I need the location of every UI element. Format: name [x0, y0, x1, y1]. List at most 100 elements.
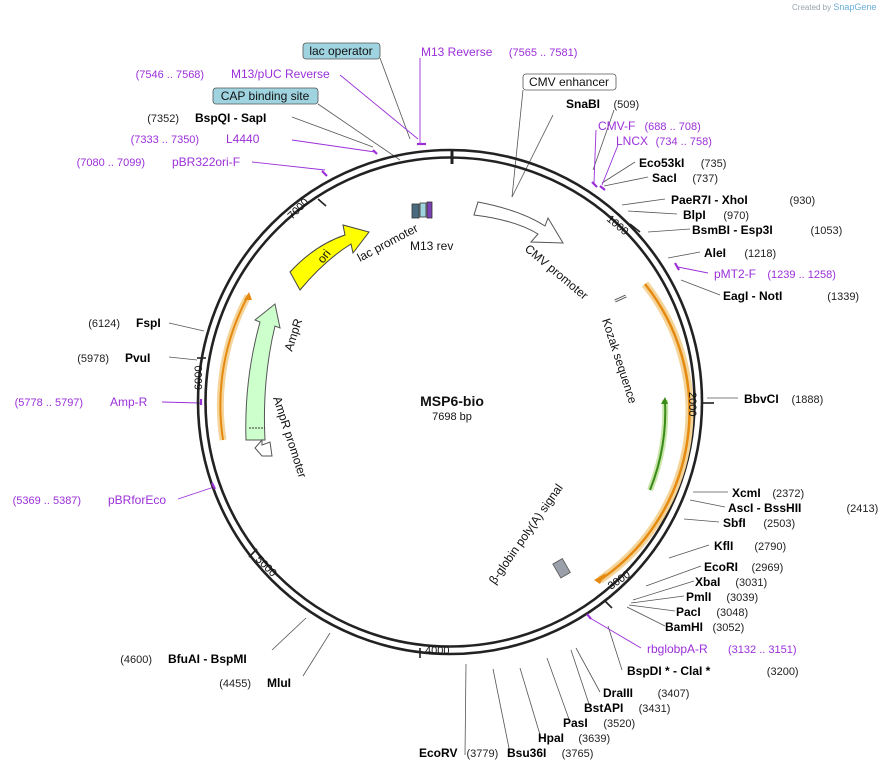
enzyme-bspdi: BspDI * - ClaI *	[627, 664, 711, 678]
label-kozak: Kozak sequence	[599, 317, 640, 406]
primer-range-pmt2f: (1239 .. 1258)	[767, 269, 836, 281]
tick-marks	[197, 198, 714, 658]
label-ampr: AmpR	[282, 317, 306, 353]
tick-6000: 6000	[193, 366, 205, 390]
enzyme-pos-snabi: (509)	[614, 99, 640, 111]
primer-range-m13reverse: (7565 .. 7581)	[509, 47, 578, 59]
primer-range-m13pucreverse: (7546 .. 7568)	[136, 69, 205, 81]
primer-range-l4440: (7333 .. 7350)	[131, 134, 200, 146]
enzyme-pos-eagi: (1339)	[827, 291, 859, 303]
tick-2000: 2000	[686, 392, 698, 416]
enzyme-xbai: XbaI	[695, 575, 720, 589]
enzyme-blpi: BlpI	[683, 208, 706, 222]
polya-marker	[552, 558, 571, 579]
cmv-promoter-arrow	[473, 201, 564, 244]
enzyme-ecori: EcoRI	[704, 560, 738, 574]
label-polya: β-globin poly(A) signal	[486, 481, 566, 586]
enzyme-bsu36i: Bsu36I	[507, 746, 546, 760]
enzyme-pos-sbfi: (2503)	[763, 518, 795, 530]
primer-range-ampr: (5778 .. 5797)	[15, 397, 84, 409]
leader-lines	[168, 57, 738, 756]
primer-range-rbglobpar: (3132 .. 3151)	[728, 644, 797, 656]
watermark-prefix: Created by	[792, 3, 832, 12]
enzyme-pos-bspqi: (7352)	[147, 113, 179, 125]
enzyme-bstapi: BstAPI	[584, 701, 623, 715]
backbone	[196, 148, 704, 656]
primer-rbglobpar: rbglobpA-R	[647, 642, 708, 656]
enzyme-paci: PacI	[676, 605, 701, 619]
feature-arcs	[216, 201, 694, 584]
lac-operator-box	[419, 202, 427, 218]
enzyme-kfli: KflI	[714, 539, 733, 553]
enzyme-pos-pasi: (3520)	[603, 718, 635, 730]
enzyme-labels: SnaBI(509)Eco53kI(735)SacI(737)PaeR7I - …	[77, 97, 878, 760]
enzyme-pos-pvui: (5978)	[77, 353, 109, 365]
enzyme-bamhi: BamHI	[665, 620, 703, 634]
enzyme-pos-xcmi: (2372)	[772, 488, 804, 500]
enzyme-pos-eco53ki: (735)	[701, 158, 727, 170]
lac-promoter-box	[411, 203, 420, 219]
plasmid-name: MSP6-bio	[420, 393, 484, 409]
primer-range-pbr322orif: (7080 .. 7099)	[77, 157, 146, 169]
primer-range-lncx: (734 .. 758)	[656, 136, 712, 148]
primer-pmt2f: pMT2-F	[714, 267, 756, 281]
label-ampr-promoter: AmpR promoter	[270, 395, 309, 480]
enzyme-sbfi: SbfI	[723, 516, 746, 530]
plasmid-size: 7698 bp	[432, 411, 472, 423]
primer-m13pucreverse: M13/pUC Reverse	[231, 67, 330, 81]
enzyme-pos-fspi: (6124)	[88, 318, 120, 330]
primer-labels: M13 Reverse (7565 .. 7581) (7546 .. 7568) M…	[13, 45, 836, 656]
enzyme-pos-alei: (1218)	[744, 248, 776, 260]
primer-l4440: L4440	[226, 132, 260, 146]
enzyme-pos-bsmbi: (1053)	[811, 225, 843, 237]
enzyme-asci: AscI - BssHII	[728, 501, 801, 515]
enzyme-pos-saci: (737)	[692, 173, 718, 185]
enzyme-eco53ki: Eco53kI	[639, 156, 684, 170]
enzyme-snabi: SnaBI	[566, 97, 600, 111]
primer-ampr: Amp-R	[110, 395, 148, 409]
cds-arc-left	[216, 294, 252, 441]
enzyme-pos-kfli: (2790)	[754, 541, 786, 553]
enzyme-pos-asci: (2413)	[847, 503, 879, 515]
enzyme-pos-ecorv: (3779)	[467, 748, 499, 760]
primer-m13reverse: M13 Reverse	[421, 45, 493, 59]
enzyme-pos-hpai: (3639)	[578, 733, 610, 745]
watermark: Created by SnapGene	[792, 2, 876, 12]
primer-binding-sites	[199, 142, 680, 620]
enzyme-pos-bbvci: (1888)	[792, 394, 824, 406]
snapgene-brand: SnapGene	[833, 2, 877, 12]
label-cmv-promoter: CMV promoter	[522, 242, 591, 303]
enzyme-pos-bamhi: (3052)	[713, 622, 745, 634]
enzyme-pos-draiii: (3407)	[658, 688, 690, 700]
enzyme-ecorv: EcoRV	[419, 746, 457, 760]
primer-range-cmvf: (688 .. 708)	[645, 121, 701, 133]
enzyme-pos-ecori: (2969)	[752, 562, 784, 574]
enzyme-bfuai: BfuAI - BspMI	[168, 652, 247, 666]
label-lac-operator: lac operator	[309, 44, 372, 58]
m13-rev-box	[426, 201, 433, 219]
primer-range-pbrforeco: (5369 .. 5387)	[13, 495, 82, 507]
ampr-promoter-arrow	[254, 438, 273, 457]
enzyme-bbvci: BbvCI	[744, 392, 779, 406]
enzyme-pos-bsu36i: (3765)	[562, 748, 594, 760]
enzyme-paer7i: PaeR7I - XhoI	[671, 193, 748, 207]
enzyme-bspqi: BspQI - SapI	[195, 111, 266, 125]
boxed-labels: lac operator CAP binding site CMV enhanc…	[212, 42, 617, 105]
enzyme-alei: AleI	[704, 246, 726, 260]
primer-pbrforeco: pBRforEco	[108, 493, 166, 507]
enzyme-xcmi: XcmI	[732, 486, 761, 500]
label-m13-rev: M13 rev	[410, 239, 453, 253]
primer-leader-lines	[161, 58, 709, 649]
ori-arrow	[289, 224, 370, 291]
primer-pbr322orif: pBR322ori-F	[172, 155, 240, 169]
enzyme-pasi: PasI	[563, 716, 588, 730]
enzyme-bsmbi: BsmBI - Esp3I	[692, 223, 773, 237]
enzyme-eagi: EagI - NotI	[723, 289, 782, 303]
enzyme-pos-xbai: (3031)	[735, 577, 767, 589]
tick-7000: 7000	[286, 196, 312, 222]
label-cap-binding-site: CAP binding site	[221, 89, 310, 103]
enzyme-pos-bspdi: (3200)	[767, 666, 799, 678]
tick-labels: 1000 2000 3000 4000 5000 6000 7000	[193, 196, 698, 657]
enzyme-pvui: PvuI	[125, 351, 150, 365]
